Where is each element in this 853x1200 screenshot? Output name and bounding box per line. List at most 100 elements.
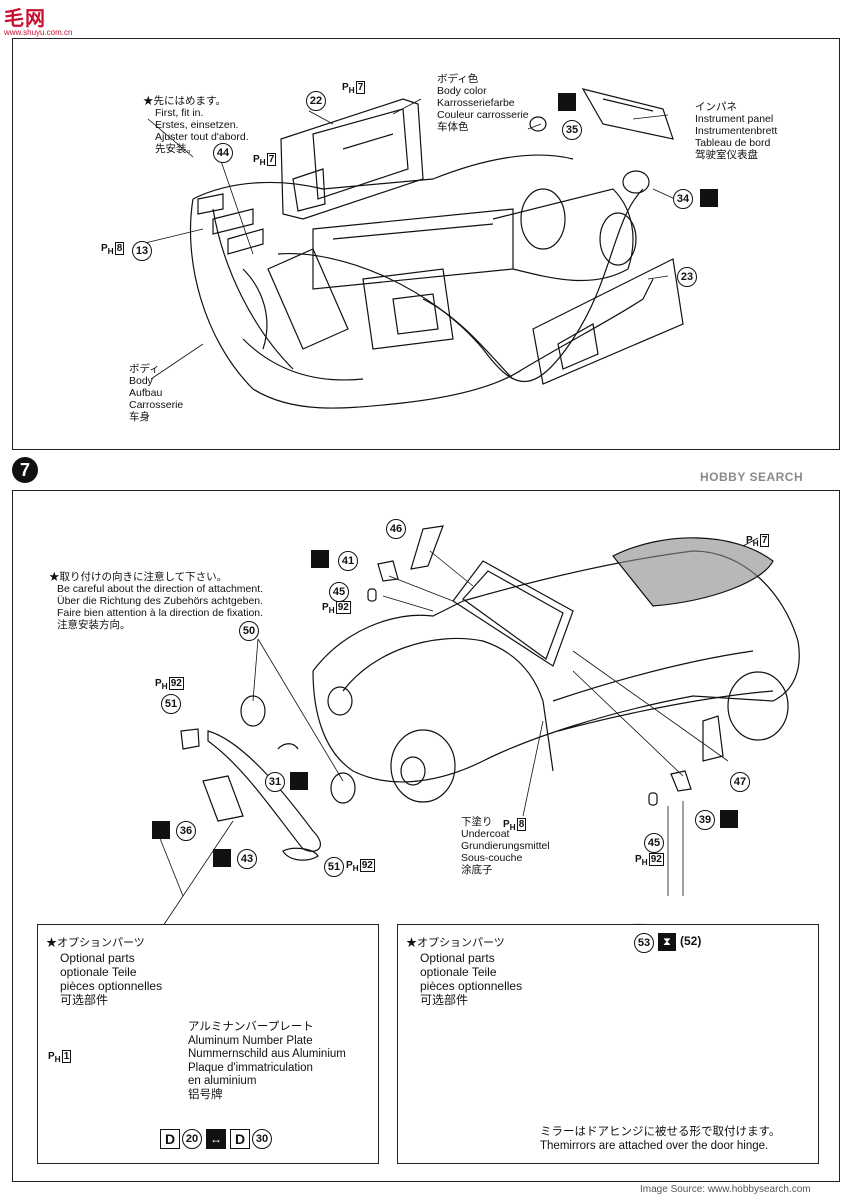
part-number: 34 xyxy=(673,189,693,209)
ph-number: 7 xyxy=(759,534,770,547)
part-number: 51 xyxy=(324,857,344,877)
part-number: 46 xyxy=(386,519,406,539)
body-color-line: Karrosseriefarbe xyxy=(437,97,515,109)
note-line: Ajuster tout d'abord. xyxy=(155,131,249,143)
note-line: Über die Richtung des Zubehörs achtgeben… xyxy=(57,595,264,607)
part-number: 31 xyxy=(265,772,285,792)
body-color-line: 车体色 xyxy=(437,121,469,133)
part-number: 20 xyxy=(182,1129,202,1149)
body-label: ボディ Body Aufbau Carrosserie 车身 xyxy=(129,363,183,423)
paint-icon xyxy=(720,810,738,828)
ph-number: 92 xyxy=(648,853,664,866)
paint-icon xyxy=(700,189,718,207)
part-number: 22 xyxy=(306,91,326,111)
note-line: Be careful about the direction of attach… xyxy=(57,583,264,595)
hobby-search-watermark: HOBBY SEARCH xyxy=(700,470,804,484)
part-number: 41 xyxy=(338,551,358,571)
note-line: First, fit in. xyxy=(155,107,204,119)
option-line: optionale Teile xyxy=(420,965,497,979)
undercoat-line: Undercoat xyxy=(461,828,510,840)
note-line: 先安装。 xyxy=(155,143,197,155)
paint-icon xyxy=(558,93,576,111)
body-line: Aufbau xyxy=(129,387,163,399)
direction-note: ★取り付けの向きに注意して下さい。 Be careful about the d… xyxy=(49,571,263,631)
footer-line: Themirrors are attached over the door hi… xyxy=(540,1140,769,1152)
swap-icon: ↔ xyxy=(206,1129,226,1149)
logo-url: www.shuyu.com.cn xyxy=(4,28,73,37)
ph-number: 7 xyxy=(266,153,277,166)
option-lines: Optional parts optionale Teile pièces op… xyxy=(60,951,162,1007)
option-lines: Optional parts optionale Teile pièces op… xyxy=(420,951,522,1007)
instrument-line: Instrument panel xyxy=(695,113,774,125)
ph-number: 92 xyxy=(359,859,375,872)
body-color-line: ボディ色 xyxy=(437,73,479,85)
plate-line: en aluminium xyxy=(188,1075,257,1087)
note-line: 注意安装方向。 xyxy=(57,619,131,631)
plate-line: アルミナンバープレート xyxy=(188,1021,314,1033)
paint-icon xyxy=(213,849,231,867)
plate-line: Plaque d'immatriculation xyxy=(188,1061,313,1074)
step-number: 7 xyxy=(12,457,38,483)
option-line: 可选部件 xyxy=(420,993,469,1007)
option-title-text: ★オプションパーツ xyxy=(406,937,505,949)
note-line: Erstes, einsetzen. xyxy=(155,119,239,131)
option-line: optionale Teile xyxy=(60,965,137,979)
plate-line: 铝号牌 xyxy=(188,1088,223,1101)
optional-mirror-box: ★オプションパーツ Optional parts optionale Teile… xyxy=(397,924,819,1164)
option-line: Optional parts xyxy=(60,951,135,965)
instrument-line: Tableau de bord xyxy=(695,137,771,149)
part-number: 30 xyxy=(252,1129,272,1149)
fit-first-note: ★先にはめます。 First, fit in. Erstes, einsetze… xyxy=(143,95,249,155)
ph-number: 1 xyxy=(61,1050,72,1063)
part-number: 51 xyxy=(161,694,181,714)
option-line: pièces optionnelles xyxy=(420,979,523,993)
option-line: 可选部件 xyxy=(60,993,109,1007)
image-source-watermark: Image Source: www.hobbysearch.com xyxy=(640,1184,811,1195)
option-line: Optional parts xyxy=(420,951,495,965)
option-title-text: ★オプションパーツ xyxy=(46,937,145,949)
body-color-line: Body color xyxy=(437,85,487,97)
plate-line: Aluminum Number Plate xyxy=(188,1034,313,1047)
part-number: 36 xyxy=(176,821,196,841)
body-tub-drawing xyxy=(140,88,684,409)
top-panel: ★先にはめます。 First, fit in. Erstes, einsetze… xyxy=(12,38,840,450)
paint-icon xyxy=(290,772,308,790)
paint-icon xyxy=(311,550,329,568)
ph-number: 8 xyxy=(114,242,125,255)
part-number: 43 xyxy=(237,849,257,869)
part-number: 53 xyxy=(634,933,654,953)
paint-icon xyxy=(152,821,170,839)
body-color-label: ボディ色 Body color Karrosseriefarbe Couleur… xyxy=(437,73,529,133)
part-number-alt: (52) xyxy=(680,934,702,948)
part-number: 45 xyxy=(644,833,664,853)
d-sprue-box: D xyxy=(160,1129,180,1149)
body-color-line: Couleur carrosserie xyxy=(437,109,529,121)
step7-panel: ★取り付けの向きに注意して下さい。 Be careful about the d… xyxy=(12,490,840,1182)
optional-plate-box: ★オプションパーツ Optional parts optionale Teile… xyxy=(37,924,379,1164)
ph-number: 8 xyxy=(516,818,527,831)
part-number: 45 xyxy=(329,582,349,602)
d-sprue-box: D xyxy=(230,1129,250,1149)
option-title: ★オプションパーツ xyxy=(46,937,145,949)
plate-line: Nummernschild aus Aluminium xyxy=(188,1048,346,1060)
instrument-line: Instrumentenbrett xyxy=(695,125,778,137)
hourglass-icon: ⧗ xyxy=(658,933,676,951)
mirror-footer: ミラーはドアヒンジに被せる形で取付けます。 Themirrors are att… xyxy=(540,1125,780,1153)
note-line: ★先にはめます。 xyxy=(143,95,226,107)
instrument-line: 驾驶室仪表盘 xyxy=(695,149,758,161)
footer-line: ミラーはドアヒンジに被せる形で取付けます。 xyxy=(540,1126,781,1138)
option-title: ★オプションパーツ xyxy=(406,937,505,949)
part-number: 13 xyxy=(132,241,152,261)
instrument-panel-label: インパネ Instrument panel Instrumentenbrett … xyxy=(695,101,777,161)
part-number: 44 xyxy=(213,143,233,163)
